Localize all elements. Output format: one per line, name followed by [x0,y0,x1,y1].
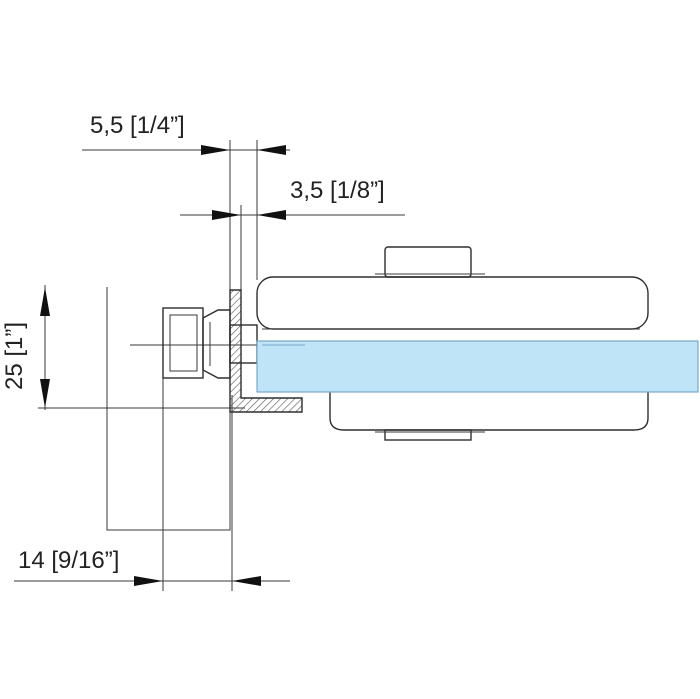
dimension-top-width: 5,5 [1/4”] [82,112,290,290]
arrow-down-icon [40,379,50,408]
arrow-up-icon [40,287,50,316]
dimension-gap-width-label: 3,5 [1/8”] [290,177,385,204]
bracket-section [229,289,303,413]
dimension-bottom-width-label: 14 [9/16”] [18,547,119,574]
arrow-left-icon [257,145,286,155]
bolt-assembly [162,307,258,379]
dimension-height-label: 25 [1”] [1,322,28,390]
glass-panel [256,340,699,393]
clamp-body [256,246,649,441]
arrow-right-icon [212,210,241,220]
dimension-height: 25 [1”] [1,285,245,410]
arrow-left-icon [232,576,261,586]
dimension-top-width-label: 5,5 [1/4”] [90,112,185,139]
dimension-bottom-width: 14 [9/16”] [14,310,290,591]
dimension-gap-width: 3,5 [1/8”] [180,177,405,290]
arrow-left-icon [257,210,286,220]
arrow-right-icon [134,576,163,586]
arrow-right-icon [201,145,230,155]
